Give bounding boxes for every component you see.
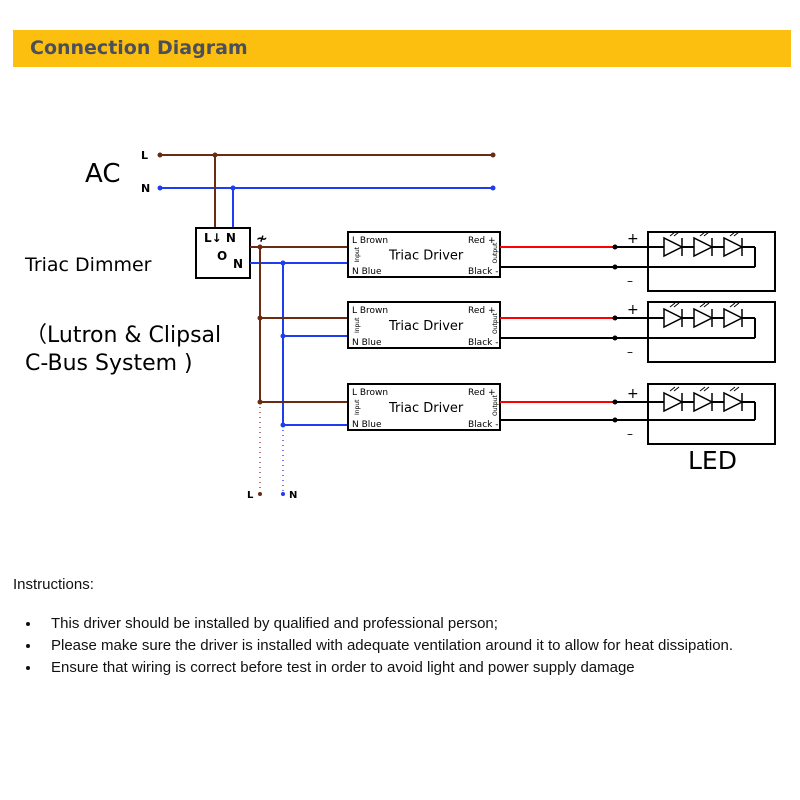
triac-driver-box [347,231,501,278]
driver-l-brown: L Brown [352,306,388,316]
driver-n-blue: N Blue [352,338,382,348]
dimmer-top-label: L↓ N [204,231,236,245]
driver-title: Triac Driver [388,249,464,264]
instruction-item: This driver should be installed by quali… [41,615,733,632]
led-diode-icon [663,236,684,258]
triac-dimmer-box [195,227,251,279]
switch-symbol-icon: ≁ [256,231,268,247]
instruction-item: Please make sure the driver is installed… [41,637,733,654]
led-diode-icon [723,307,744,329]
driver-black: Black - [468,267,498,277]
plus-label: + [627,231,639,247]
n-label: N [141,182,150,195]
led-diode-icon [723,236,744,258]
driver-l-brown: L Brown [352,236,388,246]
led-diode-icon [723,391,744,413]
section-header: Connection Diagram [13,30,791,67]
instructions: Instructions: This driver should be inst… [13,576,733,681]
driver-black: Black - [468,338,498,348]
minus-label: – [627,345,633,359]
driver-input: Input [354,317,361,333]
driver-input: Input [354,246,361,262]
dimmer-label: Triac Dimmer [24,254,152,276]
led-module [647,383,776,445]
plus-label: + [627,386,639,402]
connection-diagram: AC L N L↓ N O N ≁ Triac Dimmer （Lutron &… [24,149,776,501]
driver-n-blue: N Blue [352,420,382,430]
led-diode-icon [693,236,714,258]
system-line1: （Lutron & Clipsal [25,323,221,348]
driver-output: Output [492,242,499,263]
driver-title: Triac Driver [388,401,464,416]
driver-output: Output [492,395,499,416]
driver-red: Red + [468,236,496,246]
led-diode-icon [693,391,714,413]
bottom-n-label: N [289,490,297,501]
triac-driver-box [347,301,501,349]
led-diode-icon [663,391,684,413]
led-diode-icon [663,307,684,329]
minus-label: – [627,427,633,441]
l-label: L [141,149,148,162]
driver-red: Red + [468,388,496,398]
driver-output: Output [492,313,499,334]
driver-n-blue: N Blue [352,267,382,277]
minus-label: – [627,274,633,288]
section-title: Connection Diagram [30,37,248,59]
dimmer-o-label: O [217,249,227,263]
system-line2: C-Bus System ) [25,351,193,376]
driver-red: Red + [468,306,496,316]
instructions-title: Instructions: [13,576,94,593]
led-diode-icon [693,307,714,329]
bottom-l-label: L [247,490,254,501]
driver-input: Input [354,399,361,415]
led-label: LED [688,446,737,475]
triac-driver-box [347,383,501,431]
ac-label: AC [85,159,120,189]
driver-black: Black - [468,420,498,430]
dimmer-n-label: N [233,257,243,271]
driver-title: Triac Driver [388,319,464,334]
plus-label: + [627,302,639,318]
instruction-item: Ensure that wiring is correct before tes… [41,659,733,676]
led-module [647,301,776,363]
driver-l-brown: L Brown [352,388,388,398]
led-module [647,231,776,292]
